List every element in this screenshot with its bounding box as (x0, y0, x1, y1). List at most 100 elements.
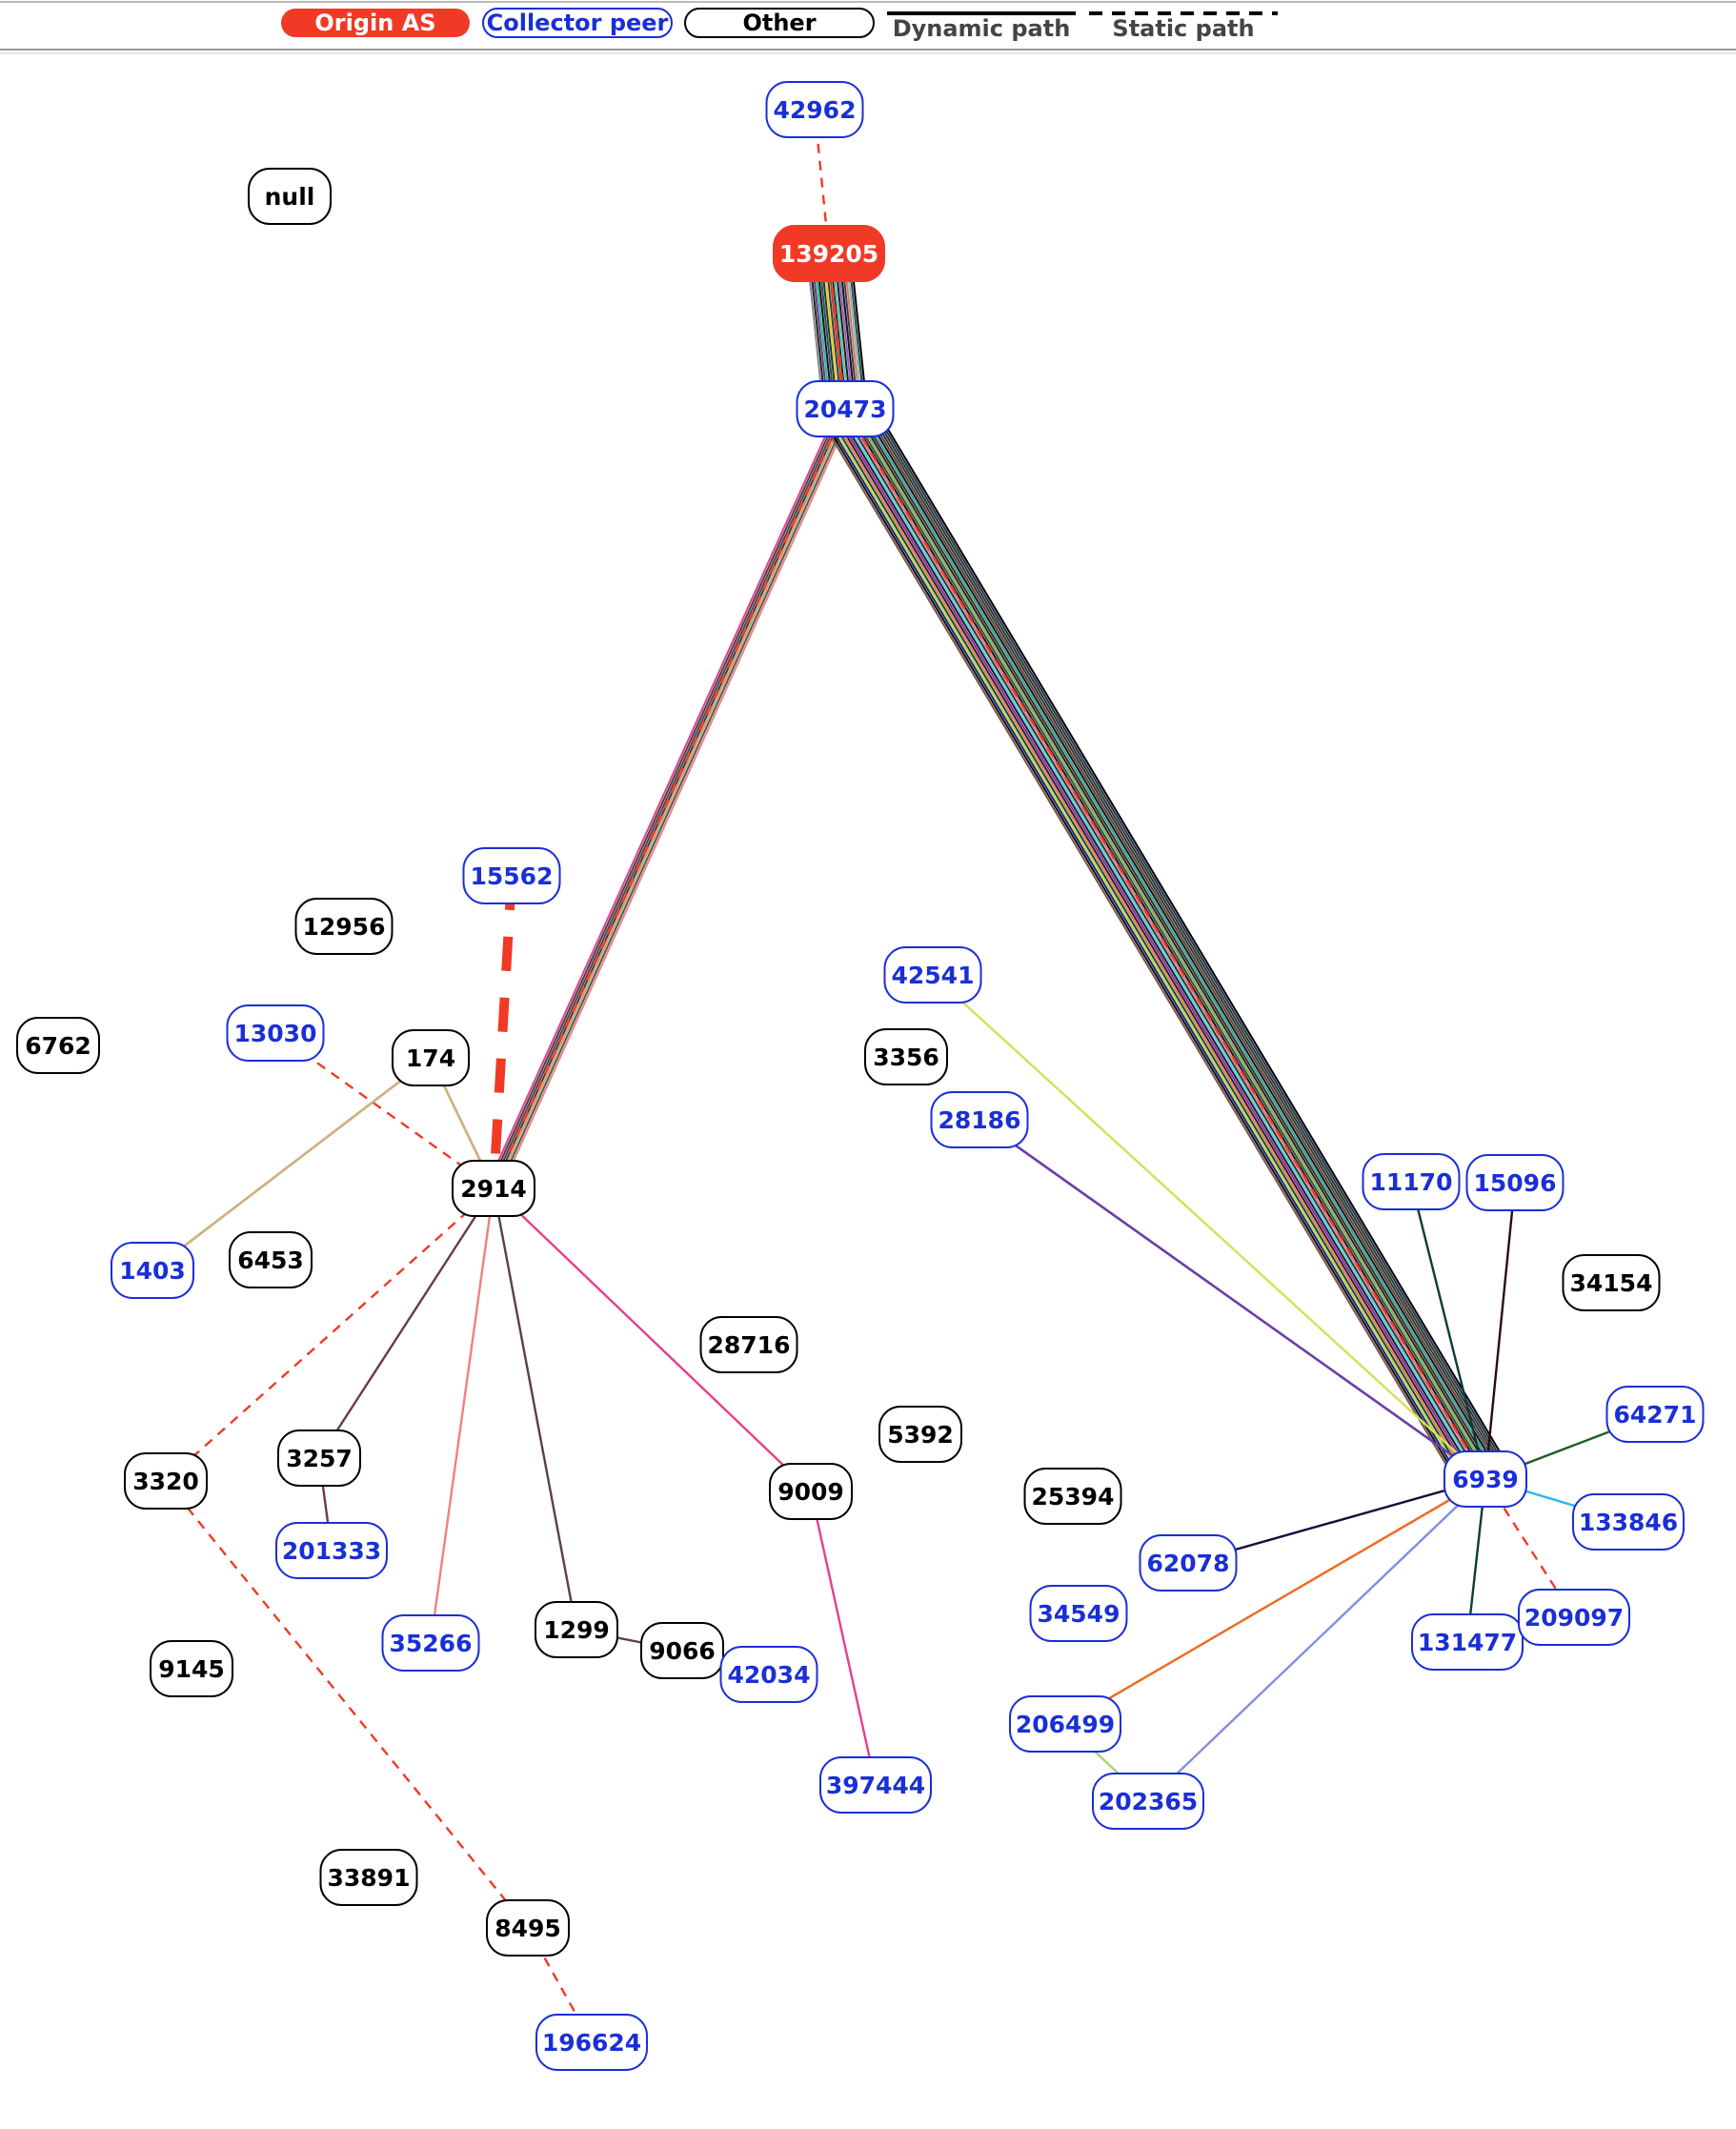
as-node-box (1362, 1153, 1461, 1210)
as-node-3356[interactable]: 3356 (864, 1028, 948, 1085)
edge-11170-6939 (1409, 1181, 1487, 1480)
edge-20473-6939-strand-13 (841, 410, 1484, 1482)
as-node-label: 397444 (826, 1772, 925, 1799)
edge-174-1403 (151, 1057, 432, 1271)
as-node-25394[interactable]: 25394 (1023, 1468, 1122, 1525)
as-node-42962[interactable]: 42962 (765, 81, 864, 138)
as-node-5392[interactable]: 5392 (878, 1406, 962, 1463)
as-node-34154[interactable]: 34154 (1562, 1254, 1661, 1311)
edge-2914-1299 (492, 1187, 578, 1631)
as-node-null[interactable]: null (248, 168, 332, 225)
legend-collector-swatch (482, 8, 673, 38)
as-node-20473[interactable]: 20473 (796, 380, 895, 437)
legend-origin-swatch (281, 9, 470, 37)
as-node-box (462, 847, 561, 904)
as-node-3257[interactable]: 3257 (277, 1429, 361, 1487)
as-node-label: 42962 (774, 96, 857, 124)
as-node-13030[interactable]: 13030 (226, 1004, 325, 1062)
as-node-label: 34549 (1038, 1600, 1120, 1628)
as-node-box (1092, 1773, 1204, 1830)
as-node-box (819, 1756, 932, 1814)
as-node-62078[interactable]: 62078 (1139, 1534, 1238, 1592)
as-node-label: 42034 (728, 1661, 811, 1689)
as-node-397444[interactable]: 397444 (819, 1756, 932, 1814)
as-node-box (930, 1091, 1029, 1148)
as-node-box (719, 1646, 818, 1703)
edge-20473-6939-strand-12 (843, 409, 1485, 1481)
as-node-label: 3356 (873, 1044, 939, 1071)
as-node-box (124, 1452, 208, 1510)
as-node-12956[interactable]: 12956 (294, 898, 394, 955)
as-node-label: 5392 (887, 1421, 954, 1449)
as-node-9145[interactable]: 9145 (150, 1640, 233, 1697)
as-node-label: null (265, 183, 315, 211)
edge-20473-6939-strand-9 (849, 405, 1492, 1477)
edge-20473-6939-strand-1 (864, 395, 1507, 1468)
as-node-64271[interactable]: 64271 (1605, 1386, 1705, 1443)
as-node-6762[interactable]: 6762 (16, 1017, 100, 1074)
as-node-label: 131477 (1418, 1629, 1517, 1656)
as-node-box (392, 1029, 470, 1086)
legend-other-label: Other (742, 10, 816, 36)
edge-20473-6939-strand-10 (847, 406, 1489, 1478)
as-node-209097[interactable]: 209097 (1518, 1589, 1630, 1646)
as-node-box (699, 1316, 798, 1373)
as-node-8495[interactable]: 8495 (486, 1899, 570, 1957)
edge-2914-3257 (317, 1187, 495, 1459)
as-node-9066[interactable]: 9066 (640, 1622, 724, 1679)
as-node-34549[interactable]: 34549 (1029, 1585, 1128, 1642)
legend-collector-label: Collector peer (487, 10, 669, 36)
edge-20473-6939-strand-17 (833, 415, 1476, 1487)
as-node-2914[interactable]: 2914 (452, 1160, 535, 1217)
as-node-box (111, 1242, 194, 1299)
edge-20473-2914-strand-6 (486, 405, 840, 1186)
as-node-11170[interactable]: 11170 (1362, 1153, 1461, 1210)
legend-other-swatch (684, 8, 875, 38)
as-node-9009[interactable]: 9009 (769, 1463, 853, 1520)
as-node-label: 1299 (543, 1616, 610, 1644)
edge-20473-2914-strand-2 (495, 409, 849, 1190)
as-node-15562[interactable]: 15562 (462, 847, 561, 904)
as-node-174[interactable]: 174 (392, 1029, 470, 1086)
as-node-box (769, 1463, 853, 1520)
as-node-133846[interactable]: 133846 (1572, 1493, 1685, 1551)
as-node-1403[interactable]: 1403 (111, 1242, 194, 1299)
as-node-box (150, 1640, 233, 1697)
as-node-box (1465, 1154, 1564, 1211)
edge-20473-6939-strand-23 (821, 421, 1464, 1493)
as-node-33891[interactable]: 33891 (319, 1849, 418, 1906)
edge-2914-9009 (493, 1187, 812, 1492)
as-node-28186[interactable]: 28186 (930, 1091, 1029, 1148)
as-node-201333[interactable]: 201333 (275, 1522, 388, 1579)
as-node-42541[interactable]: 42541 (883, 946, 982, 1004)
as-node-3320[interactable]: 3320 (124, 1452, 208, 1510)
as-node-15096[interactable]: 15096 (1465, 1154, 1564, 1211)
as-node-box (1605, 1386, 1705, 1443)
as-node-label: 42541 (892, 962, 975, 989)
edge-20473-6939-strand-20 (827, 417, 1470, 1490)
as-node-box (277, 1429, 361, 1487)
as-node-label: 9145 (158, 1655, 225, 1683)
as-node-206499[interactable]: 206499 (1009, 1695, 1121, 1753)
edge-28186-6939 (979, 1119, 1486, 1480)
as-node-139205[interactable]: 139205 (773, 225, 885, 282)
edge-20473-6939-strand-7 (853, 402, 1496, 1474)
as-node-box (773, 225, 885, 282)
as-node-box (381, 1614, 480, 1672)
as-node-6453[interactable]: 6453 (229, 1231, 313, 1288)
as-node-202365[interactable]: 202365 (1092, 1773, 1204, 1830)
as-node-35266[interactable]: 35266 (381, 1614, 480, 1672)
as-node-label: 196624 (542, 2029, 641, 2057)
as-node-196624[interactable]: 196624 (535, 2014, 648, 2071)
as-node-42034[interactable]: 42034 (719, 1646, 818, 1703)
edge-20473-6939-strand-6 (855, 401, 1498, 1473)
as-node-28716[interactable]: 28716 (699, 1316, 798, 1373)
as-node-1299[interactable]: 1299 (535, 1601, 618, 1658)
as-node-6939[interactable]: 6939 (1443, 1450, 1527, 1508)
as-node-box (486, 1899, 570, 1957)
as-node-131477[interactable]: 131477 (1411, 1613, 1524, 1671)
edge-20473-6939 (843, 408, 1487, 1480)
as-node-box (640, 1622, 724, 1679)
edge-20473-6939-strand-4 (858, 399, 1502, 1471)
